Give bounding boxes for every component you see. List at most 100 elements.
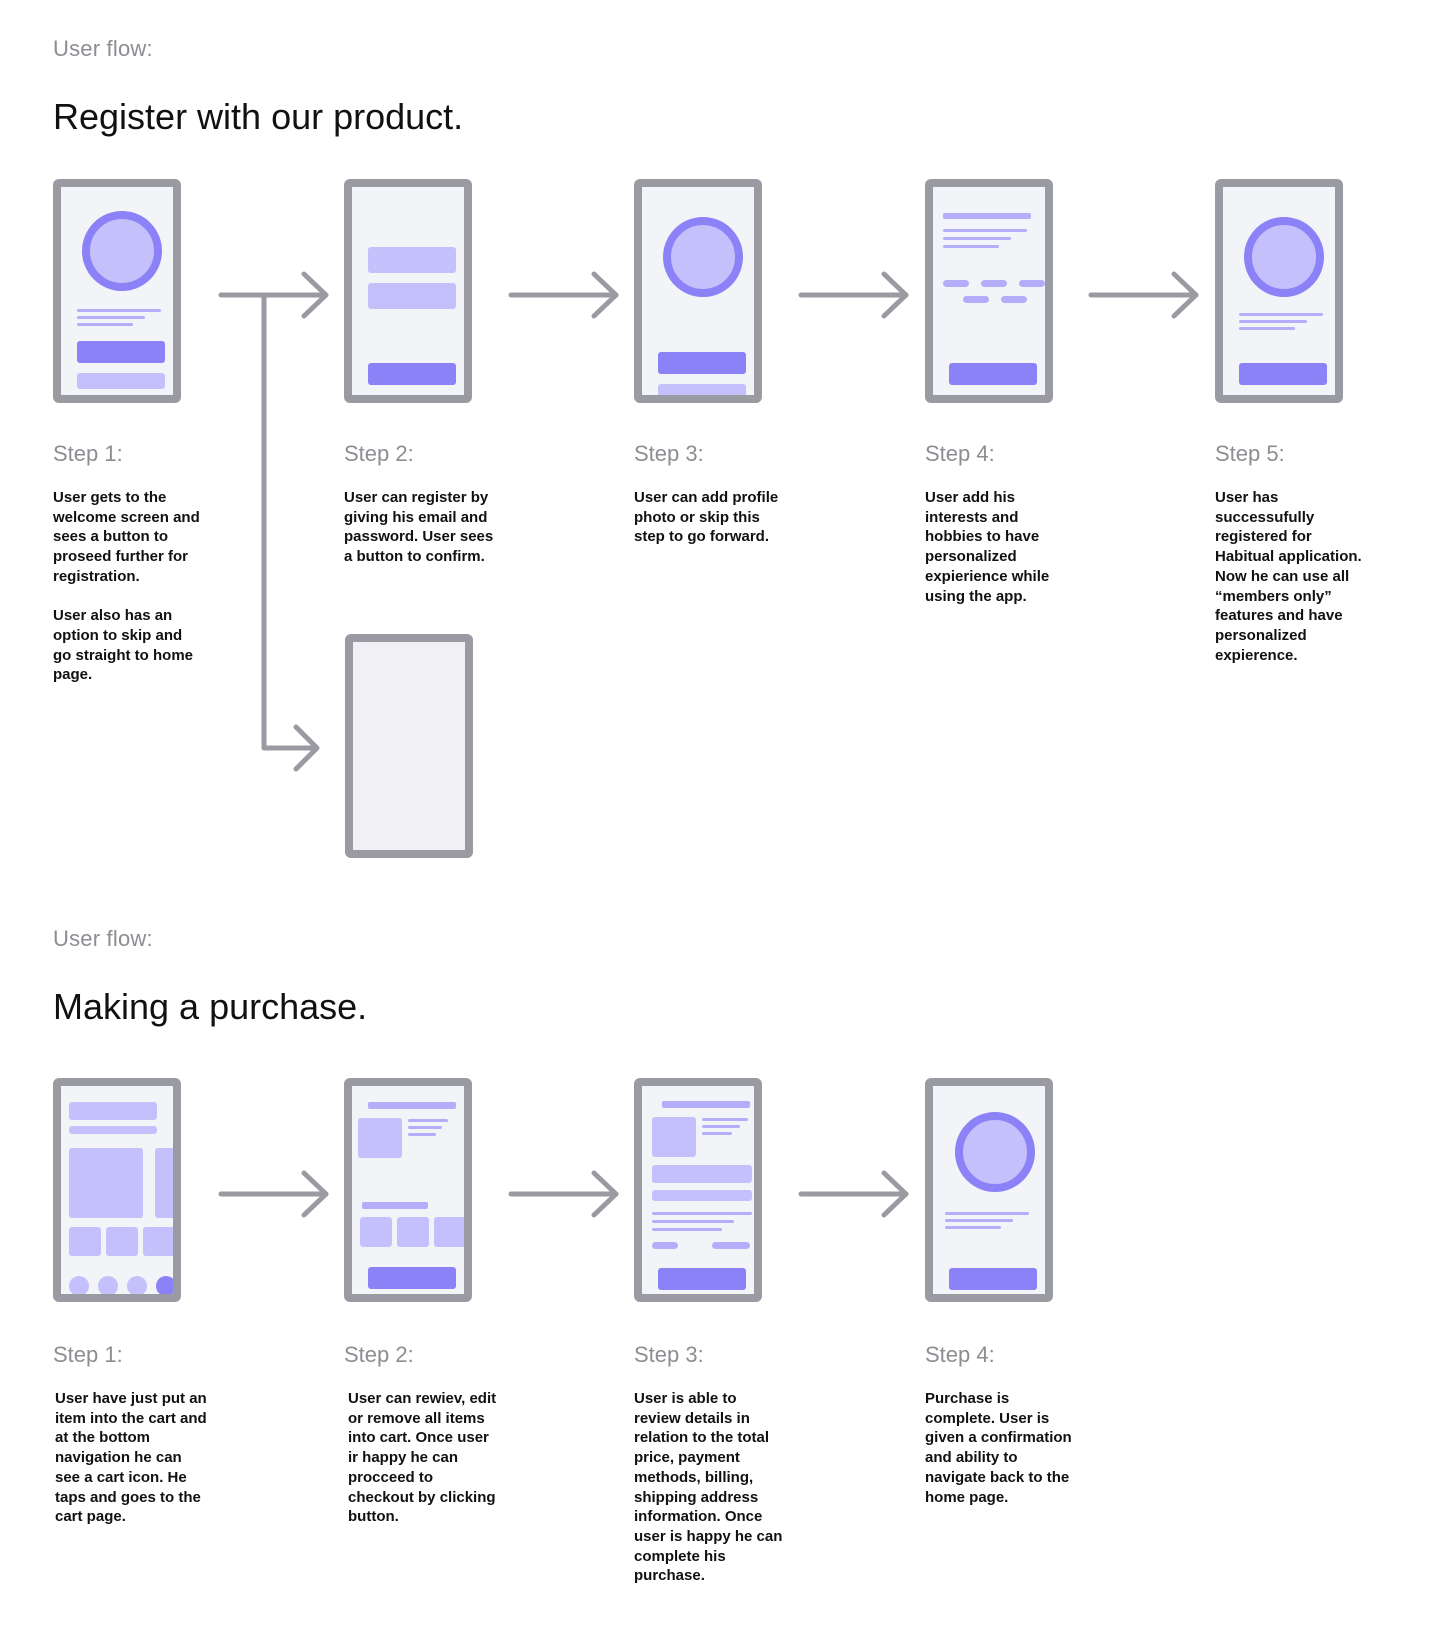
register-step4-desc: User add his interests and hobbies to ha…: [925, 489, 1050, 605]
nav-profile-icon: [127, 1276, 147, 1294]
arrow-r2-r3: [508, 271, 619, 319]
text-line: [408, 1119, 448, 1122]
purchase-flow-title: Making a purchase.: [53, 986, 368, 1027]
heading-line: [662, 1101, 750, 1108]
skip-button: [658, 384, 746, 395]
avatar-circle: [82, 211, 162, 291]
text-line: [1239, 320, 1307, 323]
subheader-bar: [69, 1126, 157, 1134]
text-line: [945, 1226, 1001, 1229]
register-step2-desc: User can register by giving his email an…: [344, 489, 494, 566]
continue-button: [949, 363, 1037, 385]
register-step5-label: Step 5:: [1215, 441, 1285, 466]
arrow-r4-r5: [1088, 271, 1199, 319]
password-field: [368, 283, 456, 309]
confirm-button: [368, 363, 456, 385]
header-bar: [69, 1102, 157, 1120]
interest-chip: [1019, 280, 1045, 287]
nav-home-icon: [69, 1276, 89, 1294]
register-step1-label: Step 1:: [53, 441, 123, 466]
nav-cart-icon: [156, 1276, 173, 1294]
text-line: [652, 1212, 752, 1215]
category-tile: [143, 1227, 173, 1256]
register-step5-phone: [1215, 179, 1343, 403]
profile-photo-circle: [663, 217, 743, 297]
text-line: [702, 1118, 748, 1121]
purchase-step4-desc: Purchase is complete. User is given a co…: [925, 1390, 1072, 1506]
checkout-button: [368, 1267, 456, 1289]
arrow-r3-r4: [798, 271, 909, 319]
register-step4-phone: [925, 179, 1053, 403]
text-line: [77, 323, 133, 326]
category-tile: [106, 1227, 138, 1256]
interest-chip: [1001, 296, 1027, 303]
related-item: [360, 1217, 392, 1247]
product-card: [155, 1148, 173, 1218]
payment-method-field: [652, 1165, 752, 1183]
text-line: [943, 245, 999, 248]
total-value: [712, 1242, 750, 1249]
register-step3-label: Step 3:: [634, 441, 704, 466]
continue-button: [1239, 363, 1327, 385]
arrow-p3-p4: [798, 1170, 909, 1218]
purchase-flow-label: User flow:: [53, 926, 153, 951]
total-label: [652, 1242, 678, 1249]
register-step1-desc: User gets to the welcome screen and sees…: [53, 489, 200, 684]
purchase-step3-label: Step 3:: [634, 1342, 704, 1367]
register-button: [77, 341, 165, 363]
interest-chip: [943, 280, 969, 287]
text-line: [945, 1219, 1013, 1222]
purchase-step1-label: Step 1:: [53, 1342, 123, 1367]
complete-purchase-button: [658, 1268, 746, 1290]
back-home-button: [949, 1268, 1037, 1290]
billing-field: [652, 1190, 752, 1201]
text-line: [702, 1132, 732, 1135]
text-line: [652, 1228, 722, 1231]
order-item-image: [652, 1117, 696, 1157]
purchase-step1-desc: User have just put an item into the cart…: [55, 1390, 207, 1526]
related-item: [434, 1217, 464, 1247]
purchase-step2-desc: User can rewiev, edit or remove all item…: [348, 1390, 497, 1526]
home-page-phone: [345, 634, 473, 858]
add-photo-button: [658, 352, 746, 374]
text-line: [1239, 313, 1323, 316]
arrow-p1-p2: [218, 1170, 329, 1218]
skip-button: [77, 373, 165, 389]
cart-item-image: [358, 1118, 402, 1158]
purchase-step3-phone: [634, 1078, 762, 1302]
text-line: [652, 1220, 734, 1223]
text-line: [1239, 327, 1295, 330]
text-line: [77, 309, 161, 312]
register-step5-desc: User has successufully registered for Ha…: [1215, 489, 1362, 664]
arrow-r1-skip: [261, 292, 320, 772]
register-step2-phone: [344, 179, 472, 403]
nav-search-icon: [98, 1276, 118, 1294]
product-card: [69, 1148, 143, 1218]
interest-chip: [963, 296, 989, 303]
heading-line: [368, 1102, 456, 1109]
text-line: [943, 229, 1027, 232]
arrow-p2-p3: [508, 1170, 619, 1218]
category-tile: [69, 1227, 101, 1256]
register-step3-phone: [634, 179, 762, 403]
text-line: [945, 1212, 1029, 1215]
related-item: [397, 1217, 429, 1247]
register-flow-title: Register with our product.: [53, 96, 464, 137]
avatar-circle: [1244, 217, 1324, 297]
register-step1-phone: [53, 179, 181, 403]
text-line: [77, 316, 145, 319]
register-step4-label: Step 4:: [925, 441, 995, 466]
purchase-step1-phone: [53, 1078, 181, 1302]
confirmation-circle: [955, 1112, 1035, 1192]
purchase-step4-phone: [925, 1078, 1053, 1302]
purchase-step2-label: Step 2:: [344, 1342, 414, 1367]
interest-chip: [981, 280, 1007, 287]
section-heading-line: [362, 1202, 428, 1209]
text-line: [943, 237, 1011, 240]
register-step2-label: Step 2:: [344, 441, 414, 466]
text-line: [408, 1126, 442, 1129]
heading-line: [943, 213, 1031, 219]
purchase-step2-phone: [344, 1078, 472, 1302]
purchase-step3-desc: User is able to review details in relati…: [634, 1390, 783, 1585]
